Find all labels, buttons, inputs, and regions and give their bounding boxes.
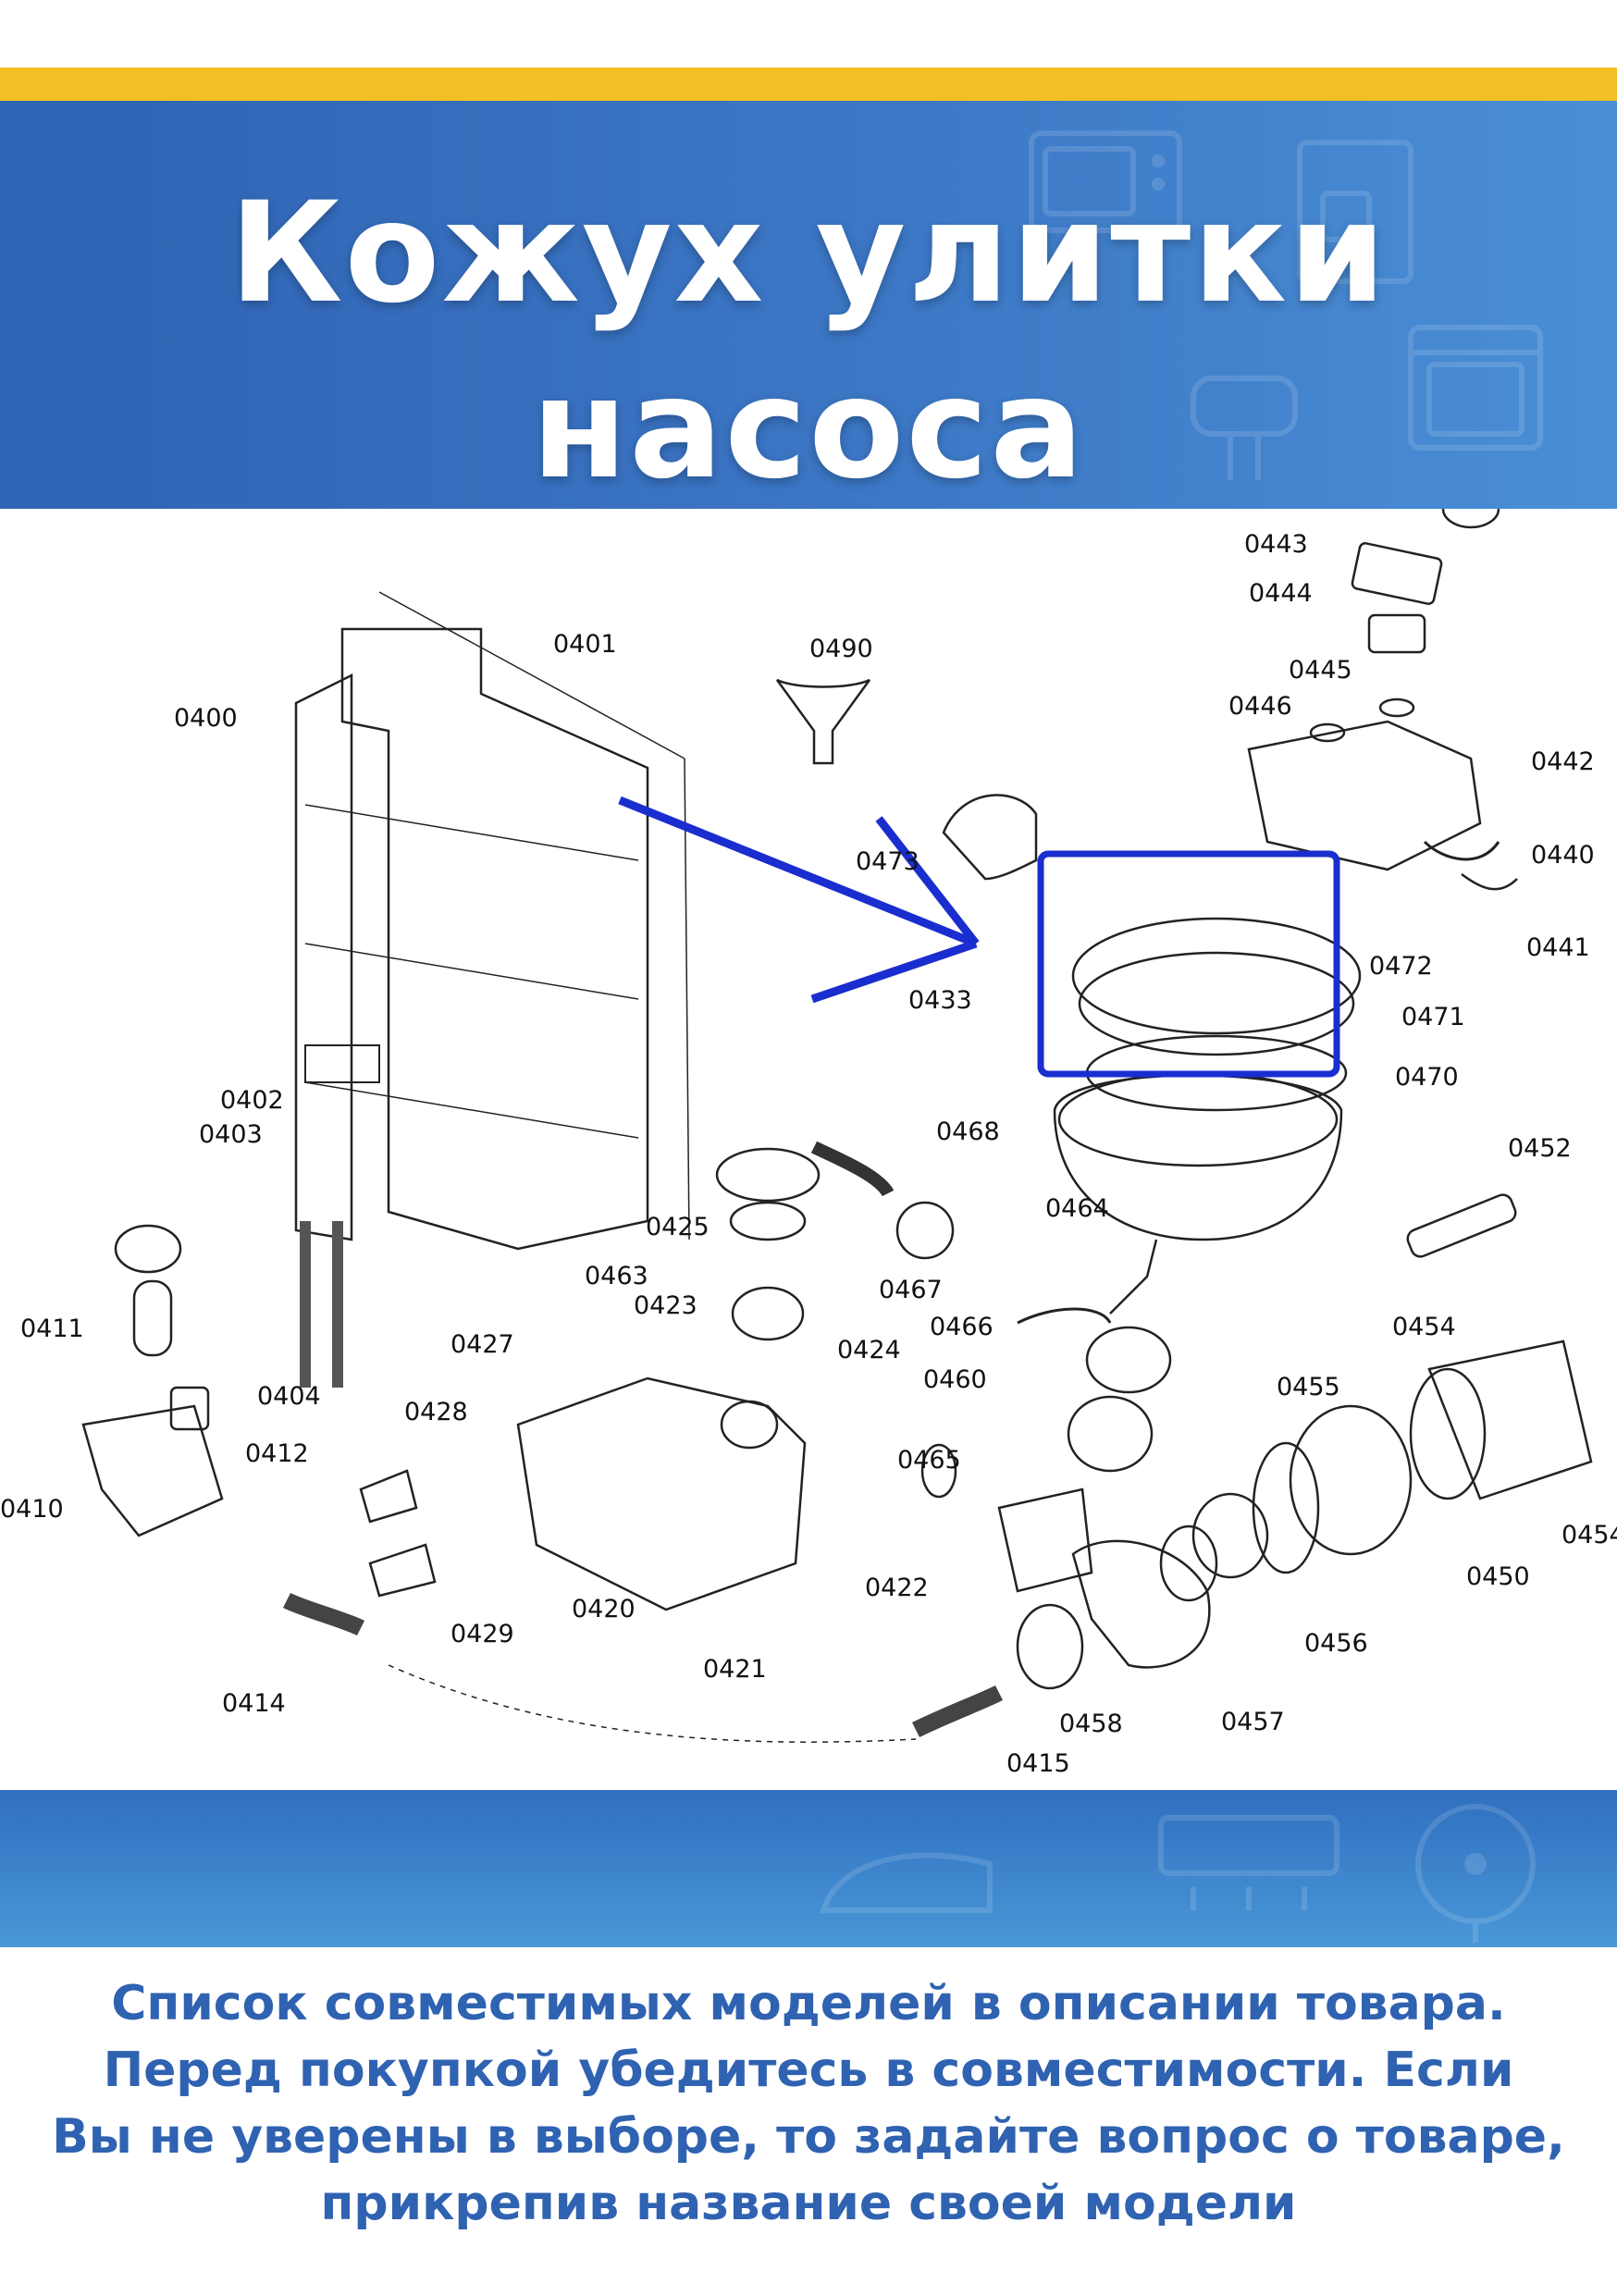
- notice-line-1: Список совместимых моделей в описании то…: [111, 1976, 1506, 2031]
- part-label: 0454: [1561, 1521, 1617, 1549]
- part-label: 0463: [585, 1262, 648, 1290]
- part-label: 0402: [220, 1086, 284, 1115]
- compatibility-notice: Список совместимых моделей в описании то…: [0, 1970, 1617, 2237]
- highlight-group: [618, 796, 1340, 1078]
- part-label: 0423: [634, 1291, 697, 1320]
- part-label: 0415: [1006, 1749, 1070, 1778]
- title-line-2: насоса: [531, 349, 1086, 509]
- exploded-parts-diagram: 0400 0401 0490 0443 0444 0445 0446 0442 0440 0441…: [0, 509, 1617, 1790]
- parts-diagram-svg: 0400 0401 0490 0443 0444 0445 0446 0442 0440 0441…: [0, 509, 1617, 1778]
- part-label: 0446: [1228, 692, 1292, 721]
- part-label: 0473: [856, 847, 920, 876]
- notice-line-3: Вы не уверены в выборе, то задайте вопро…: [52, 2109, 1565, 2165]
- part-label: 0468: [936, 1117, 1000, 1146]
- drain-pump: [1071, 1539, 1211, 1669]
- part-label: 0440: [1531, 841, 1595, 870]
- part-label: 0454: [1392, 1313, 1456, 1341]
- part-label: 0400: [174, 704, 238, 733]
- part-label: 0465: [897, 1446, 961, 1475]
- part-label: 0455: [1277, 1373, 1340, 1401]
- part-label: 0403: [199, 1120, 263, 1149]
- valve-0411: [114, 1224, 182, 1274]
- part-label: 0401: [553, 630, 617, 659]
- part-label: 0412: [245, 1439, 309, 1468]
- part-label: 0425: [646, 1213, 710, 1241]
- valve-body: [1247, 720, 1482, 871]
- side-panel: [294, 673, 353, 1241]
- air-conditioner-icon: [1158, 1815, 1339, 1910]
- footer-banner: [0, 1790, 1617, 1947]
- pointer-arrow-shaft: [618, 796, 978, 948]
- pointer-arrow-head-1: [875, 816, 980, 946]
- coffee-machine-icon: [1297, 140, 1413, 284]
- water-softener: [516, 1376, 807, 1611]
- part-label: 0429: [451, 1620, 514, 1648]
- part-label: 0404: [257, 1382, 321, 1411]
- cover-cap: [1351, 542, 1443, 605]
- notice-line-2: Перед покупкой убедитесь в совместимости…: [103, 2043, 1514, 2098]
- title-line-1: Кожух улитки: [228, 173, 1389, 334]
- iron-icon: [819, 1852, 993, 1913]
- pointer-arrow-head-2: [810, 939, 978, 1004]
- part-label: 0420: [572, 1595, 636, 1623]
- part-label: 0421: [703, 1655, 767, 1684]
- part-label: 0467: [879, 1276, 943, 1304]
- shell-cover: [942, 794, 1038, 881]
- notice-line-4: прикрепив название своей модели: [320, 2176, 1297, 2231]
- part-label: 0464: [1045, 1194, 1109, 1223]
- part-label: 0441: [1526, 933, 1590, 962]
- part-label: 0450: [1466, 1562, 1530, 1591]
- funnel: [775, 678, 871, 765]
- part-label: 0414: [222, 1689, 286, 1718]
- part-label: 0410: [0, 1495, 64, 1524]
- pump-motor: [1427, 1339, 1593, 1500]
- heater-rod: [1406, 1193, 1517, 1258]
- part-label: 0490: [809, 635, 873, 663]
- part-label: 0428: [404, 1398, 468, 1426]
- part-label: 0444: [1249, 579, 1313, 608]
- part-label: 0452: [1508, 1134, 1572, 1163]
- part-label: 0458: [1059, 1710, 1123, 1738]
- part-label: 0411: [20, 1315, 84, 1343]
- part-label: 0471: [1401, 1003, 1465, 1031]
- part-label: 0466: [930, 1313, 994, 1341]
- title-banner: Кожух улитки насоса: [0, 101, 1617, 509]
- part-label: 0470: [1395, 1063, 1459, 1092]
- highlight-box: [1037, 850, 1340, 1078]
- cabinet-panel: [340, 627, 649, 1251]
- part-label: 0443: [1244, 530, 1308, 559]
- part-label: 0442: [1531, 747, 1595, 776]
- connector-0468: [895, 1201, 955, 1260]
- part-label: 0422: [865, 1574, 929, 1602]
- part-label: 0433: [908, 986, 972, 1015]
- mixer-icon: [1191, 376, 1298, 480]
- part-label: 0424: [837, 1336, 901, 1364]
- oven-icon: [1408, 325, 1543, 451]
- impeller-cap: [715, 1147, 821, 1203]
- microwave-icon: [1029, 130, 1182, 233]
- part-label: 0427: [451, 1330, 514, 1359]
- inlet-valve-0410: [81, 1404, 224, 1537]
- accent-stripe: [0, 68, 1617, 101]
- pipe-0464: [1085, 1326, 1172, 1394]
- part-label: 0460: [923, 1365, 987, 1394]
- part-label: 0445: [1289, 656, 1352, 685]
- part-label: 0457: [1221, 1708, 1285, 1736]
- pump-casing-ring-upper: [1071, 917, 1362, 1035]
- fan-icon: [1415, 1804, 1536, 1943]
- heater-block-0465: [997, 1487, 1093, 1593]
- volute-housing: [1289, 1404, 1413, 1556]
- part-label: 0456: [1304, 1629, 1368, 1658]
- part-label: 0472: [1369, 952, 1433, 981]
